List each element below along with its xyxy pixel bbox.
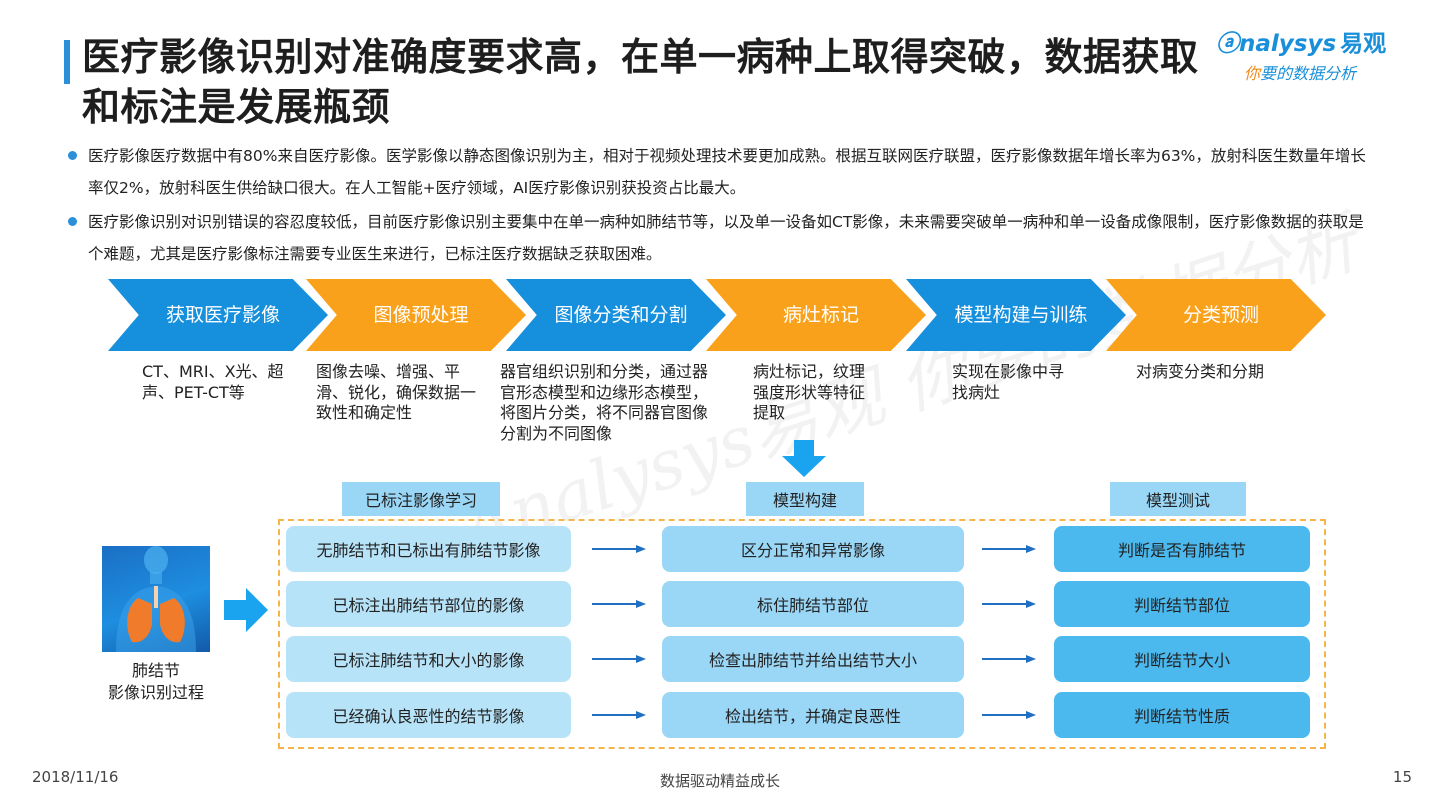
logo-brand: nalysys	[1239, 31, 1337, 57]
lung-anatomy-icon	[116, 546, 196, 652]
bullet-item: 医疗影像医疗数据中有80%来自医疗影像。医学影像以静态图像识别为主，相对于视频处…	[68, 140, 1368, 204]
model-test-item: 判断结节部位	[1054, 581, 1310, 627]
model-build-item: 区分正常和异常影像	[662, 526, 964, 572]
labeled-item: 无肺结节和已标出有肺结节影像	[286, 526, 571, 572]
step-chevron-acquire: 获取医疗影像	[108, 279, 328, 351]
lung-caption-line1: 肺结节	[131, 661, 180, 680]
right-arrow-big-icon	[224, 588, 268, 632]
step-chevron-model: 模型构建与训练	[906, 279, 1126, 351]
model-test-item: 判断结节性质	[1054, 692, 1310, 738]
bullet-item: 医疗影像识别对识别错误的容忍度较低，目前医疗影像识别主要集中在单一病种如肺结节等…	[68, 206, 1368, 270]
step-chevron-classify: 图像分类和分割	[506, 279, 726, 351]
right-arrow-icon	[982, 545, 1036, 553]
bullet-list: 医疗影像医疗数据中有80%来自医疗影像。医学影像以静态图像识别为主，相对于视频处…	[68, 140, 1368, 270]
step-desc-preprocess: 图像去噪、增强、平滑、锐化，确保数据一致性和确定性	[316, 362, 477, 422]
column-header-model-build: 模型构建	[746, 482, 864, 516]
lung-caption-line2: 影像识别过程	[107, 683, 204, 702]
model-test-item: 判断结节大小	[1054, 636, 1310, 682]
logo-slogan-first: 你	[1244, 64, 1261, 83]
model-build-item: 标住肺结节部位	[662, 581, 964, 627]
step-desc-classify: 器官组织识别和分类，通过器官形态模型和边缘形态模型，将图片分类，将不同器官图像分…	[500, 362, 709, 443]
step-chevron-predict: 分类预测	[1106, 279, 1326, 351]
step-desc-predict: 对病变分类和分期	[1136, 362, 1265, 381]
model-build-item: 检查出肺结节并给出结节大小	[662, 636, 964, 682]
logo-a-icon: ⓐ	[1216, 31, 1239, 57]
page-title: 医疗影像识别对准确度要求高，在单一病种上取得突破，数据获取和标注是发展瓶颈	[82, 35, 1199, 129]
logo-slogan: 你要的数据分析	[1216, 60, 1416, 84]
right-arrow-icon	[982, 655, 1036, 663]
logo-brand-cn: 易观	[1340, 31, 1387, 57]
page-number: 15	[1392, 768, 1412, 786]
labeled-item: 已标注肺结节和大小的影像	[286, 636, 571, 682]
pipeline-dashed-frame	[278, 519, 1326, 749]
column-header-labeled-learning: 已标注影像学习	[342, 482, 500, 516]
step-chevron-preprocess: 图像预处理	[306, 279, 526, 351]
right-arrow-icon	[982, 711, 1036, 719]
model-build-item: 检出结节，并确定良恶性	[662, 692, 964, 738]
lung-illustration	[102, 546, 210, 652]
model-test-item: 判断是否有肺结节	[1054, 526, 1310, 572]
lung-caption: 肺结节 影像识别过程	[90, 660, 222, 704]
right-arrow-icon	[592, 600, 646, 608]
step-chevron-lesion: 病灶标记	[706, 279, 926, 351]
title-accent-bar	[64, 40, 70, 84]
column-header-model-test: 模型测试	[1110, 482, 1246, 516]
logo-slogan-rest: 要的数据分析	[1260, 64, 1357, 83]
labeled-item: 已标注出肺结节部位的影像	[286, 581, 571, 627]
footer-date: 2018/11/16	[32, 768, 119, 786]
down-arrow-icon	[782, 440, 826, 477]
right-arrow-icon	[592, 711, 646, 719]
right-arrow-icon	[982, 600, 1036, 608]
right-arrow-icon	[592, 655, 646, 663]
right-arrow-icon	[592, 545, 646, 553]
step-desc-lesion: 病灶标记，纹理强度形状等特征提取	[753, 362, 866, 422]
process-chevrons: 获取医疗影像 图像预处理 图像分类和分割 病灶标记 模型构建与训练 分类预测	[108, 279, 1328, 351]
labeled-item: 已经确认良恶性的结节影像	[286, 692, 571, 738]
footer-slogan: 数据驱动精益成长	[659, 772, 780, 790]
step-desc-model: 实现在影像中寻找病灶	[952, 362, 1065, 402]
step-desc-acquire: CT、MRI、X光、超声、PET-CT等	[142, 362, 284, 402]
